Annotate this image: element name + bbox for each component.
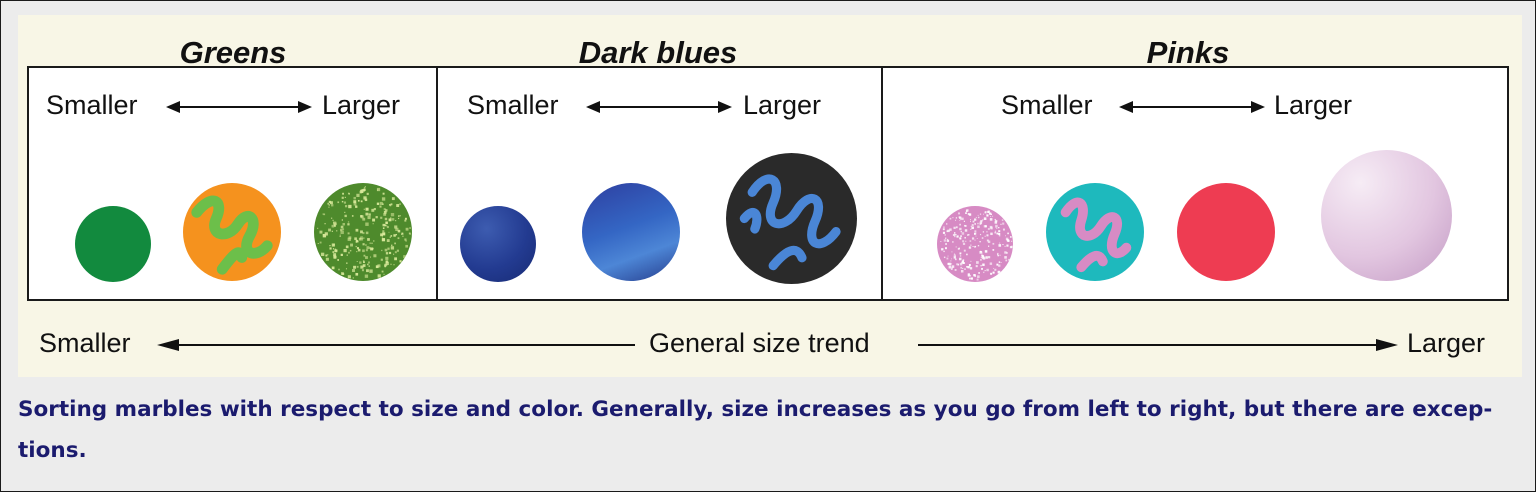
pinks-larger-label: Larger bbox=[1274, 90, 1353, 120]
panel-divider bbox=[436, 68, 438, 299]
orange-swirl-marble bbox=[183, 183, 281, 281]
black-swirl-marble bbox=[726, 153, 857, 284]
trend-larger-label: Larger bbox=[1407, 328, 1486, 358]
dark-blues-smaller-label: Smaller bbox=[467, 90, 559, 120]
solid-green-marble bbox=[75, 206, 151, 282]
trend-center-label: General size trend bbox=[649, 328, 870, 358]
teal-swirl-marble bbox=[1046, 183, 1144, 281]
double-arrow-icon bbox=[586, 101, 732, 113]
left-arrow-icon bbox=[157, 339, 635, 351]
navy-marble bbox=[460, 206, 536, 282]
greens-smaller-label: Smaller bbox=[46, 90, 138, 120]
blue-gradient-marble bbox=[582, 183, 680, 281]
group-title-greens: Greens bbox=[179, 35, 287, 70]
dark-blues-larger-label: Larger bbox=[743, 90, 822, 120]
marble-sorting-figure: Greens Dark blues Pinks Smaller Larger S… bbox=[18, 15, 1522, 377]
speckled-green-marble bbox=[314, 183, 412, 281]
double-arrow-icon bbox=[1119, 101, 1265, 113]
group-title-dark-blues: Dark blues bbox=[578, 35, 738, 70]
group-title-pinks: Pinks bbox=[1146, 35, 1230, 70]
group-panels: Smaller Larger Smaller Larger Smaller bbox=[27, 66, 1509, 301]
panel-divider bbox=[881, 68, 883, 299]
figure-caption: Sorting marbles with respect to size and… bbox=[18, 397, 1493, 463]
speckled-pink-marble bbox=[937, 206, 1013, 282]
greens-larger-label: Larger bbox=[322, 90, 401, 120]
pinks-smaller-label: Smaller bbox=[1001, 90, 1093, 120]
right-arrow-icon bbox=[918, 339, 1398, 351]
lavender-marble bbox=[1321, 150, 1452, 281]
trend-smaller-label: Smaller bbox=[39, 328, 131, 358]
double-arrow-icon bbox=[166, 101, 312, 113]
red-marble bbox=[1177, 183, 1275, 281]
